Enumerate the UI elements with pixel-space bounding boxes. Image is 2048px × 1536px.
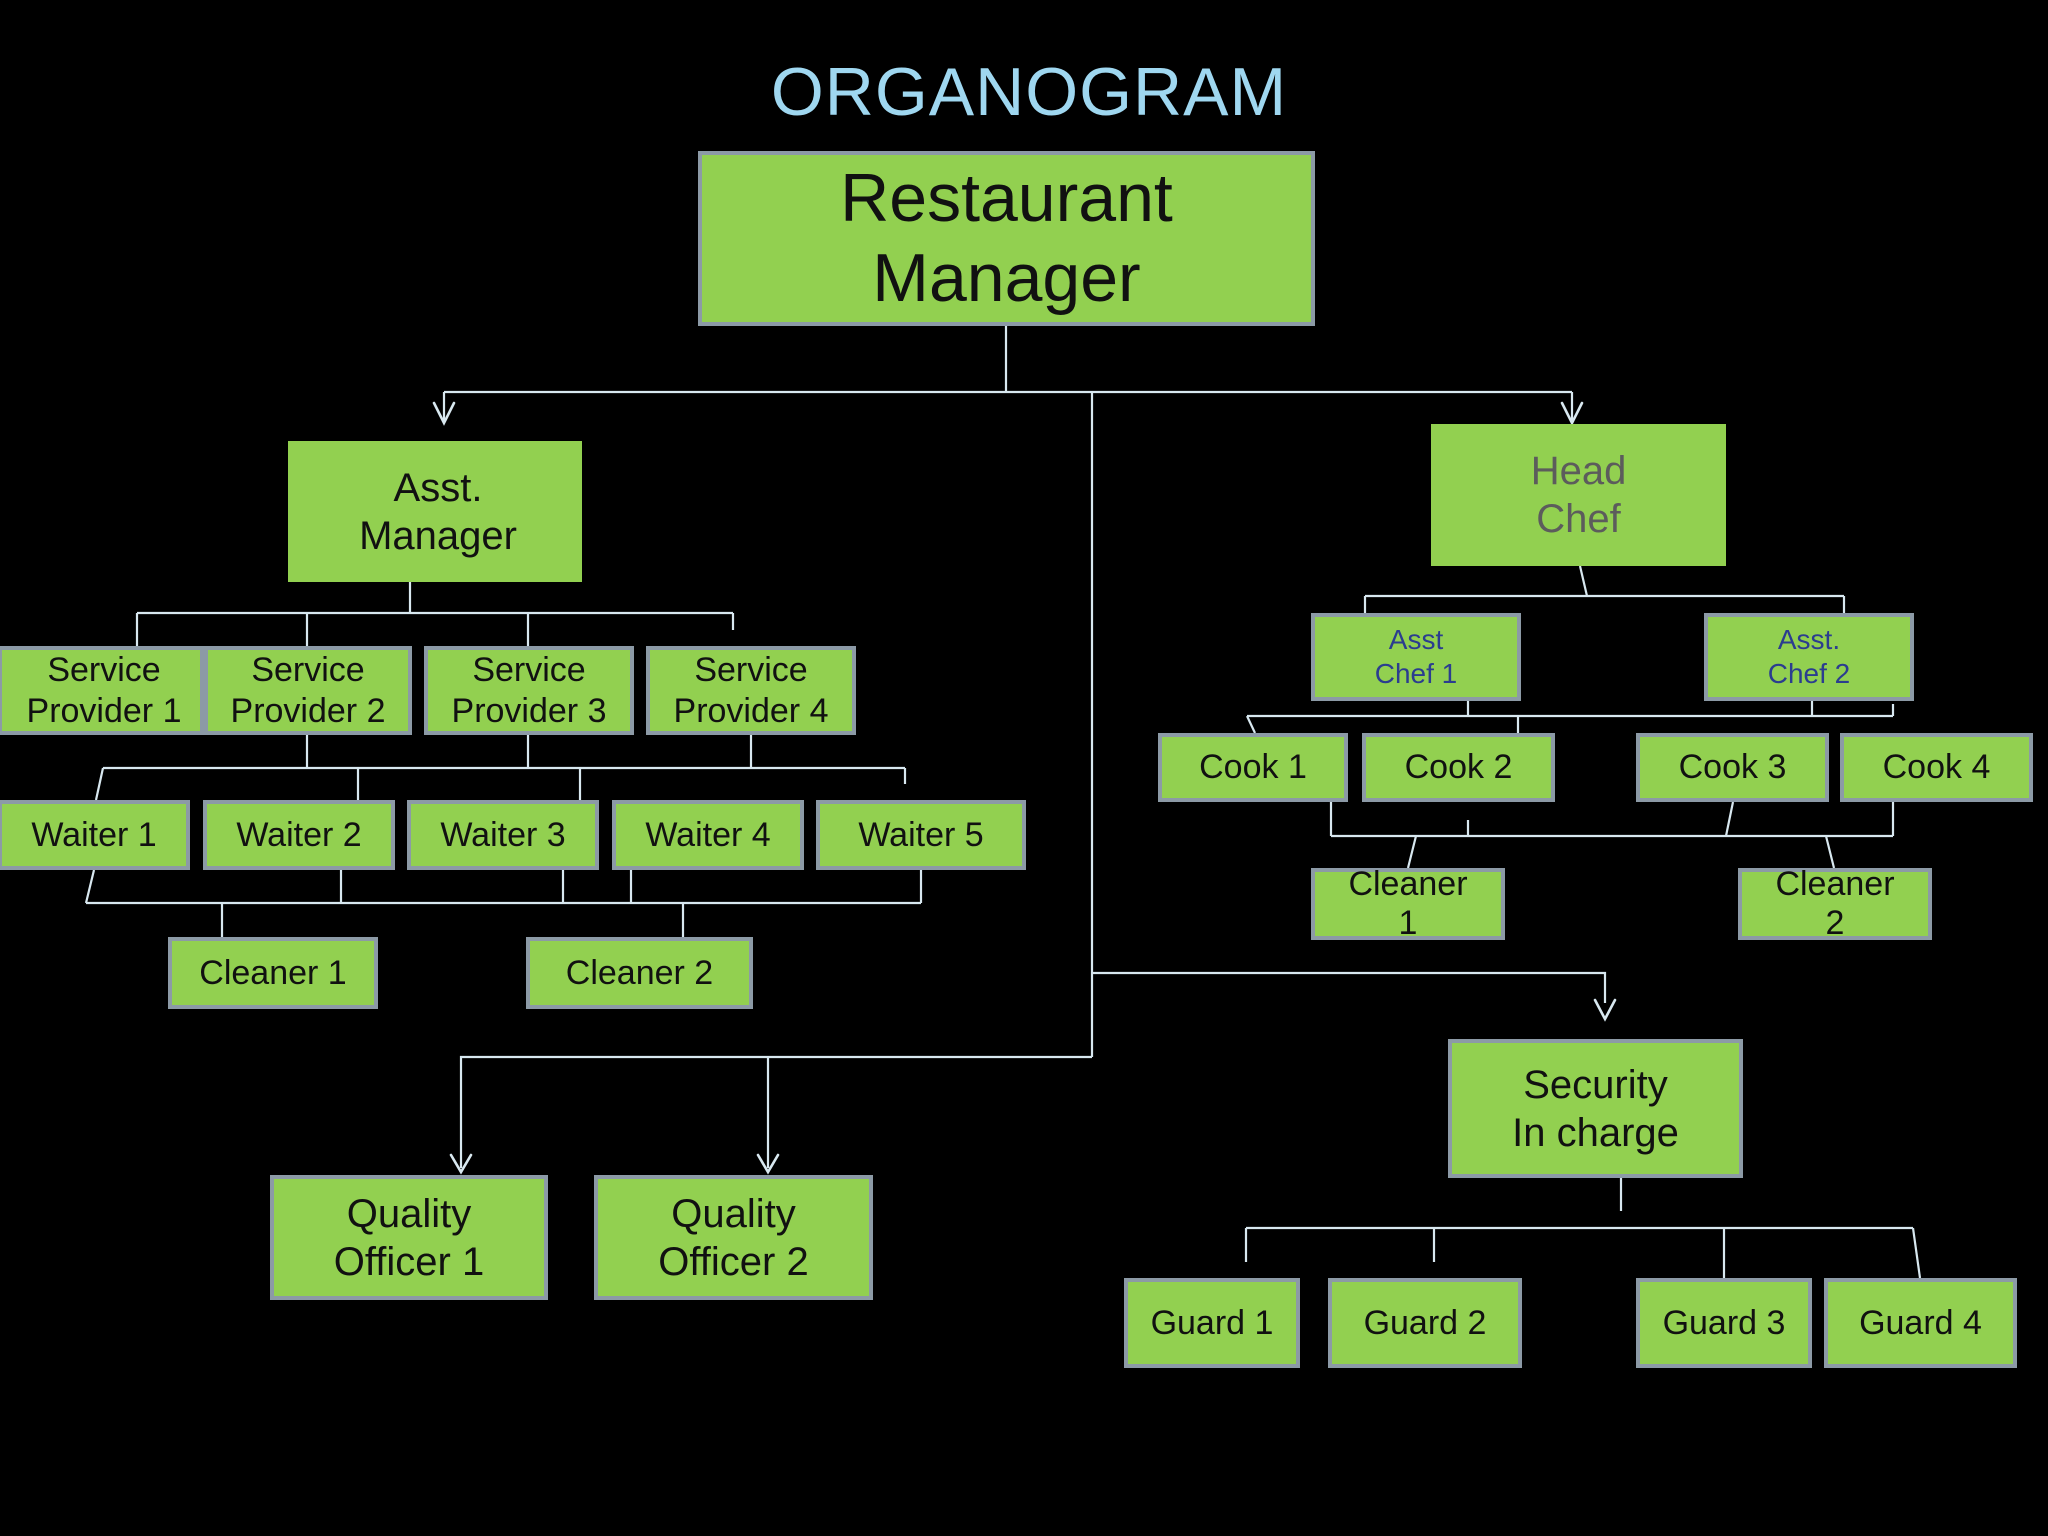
node-service-provider-4: Service Provider 4	[646, 646, 856, 735]
node-waiter-2: Waiter 2	[203, 800, 395, 870]
node-cook-2: Cook 2	[1362, 733, 1555, 802]
node-waiter-5: Waiter 5	[816, 800, 1026, 870]
node-restaurant-manager: Restaurant Manager	[698, 151, 1315, 326]
node-cook-4: Cook 4	[1840, 733, 2033, 802]
node-quality-officer-2: Quality Officer 2	[594, 1175, 873, 1300]
connector	[1824, 835, 1836, 869]
node-cleaner-2-service: Cleaner 2	[526, 937, 753, 1009]
node-waiter-4: Waiter 4	[612, 800, 804, 870]
connector	[1578, 565, 1589, 597]
connector	[1092, 971, 1607, 1003]
node-asst-manager: Asst. Manager	[288, 441, 582, 582]
arrowhead	[449, 1153, 473, 1175]
node-head-chef: Head Chef	[1431, 424, 1726, 566]
connector	[94, 767, 105, 801]
connector	[1724, 801, 1735, 837]
node-guard-1: Guard 1	[1124, 1278, 1300, 1368]
node-service-provider-2: Service Provider 2	[204, 646, 412, 735]
node-service-provider-1: Service Provider 1	[0, 646, 204, 735]
node-guard-3: Guard 3	[1636, 1278, 1812, 1368]
page-title: ORGANOGRAM	[770, 54, 1288, 130]
arrowhead	[1593, 998, 1617, 1022]
node-quality-officer-1: Quality Officer 1	[270, 1175, 548, 1300]
node-guard-2: Guard 2	[1328, 1278, 1522, 1368]
node-asst-chef-1: Asst Chef 1	[1311, 613, 1521, 701]
node-security-in-charge: Security In charge	[1448, 1039, 1743, 1178]
node-cook-3: Cook 3	[1636, 733, 1829, 802]
arrowhead	[756, 1153, 780, 1175]
node-waiter-3: Waiter 3	[407, 800, 599, 870]
node-asst-chef-2: Asst. Chef 2	[1704, 613, 1914, 701]
arrowhead	[432, 401, 456, 426]
node-waiter-1: Waiter 1	[0, 800, 190, 870]
node-cleaner-1-kitchen: Cleaner 1	[1311, 865, 1505, 942]
node-cleaner-2-kitchen: Cleaner 2	[1738, 865, 1932, 942]
connector	[1406, 835, 1418, 869]
connector	[84, 869, 96, 904]
arrowhead	[1560, 401, 1584, 426]
connector	[1911, 1227, 1922, 1279]
node-service-provider-3: Service Provider 3	[424, 646, 634, 735]
node-cook-1: Cook 1	[1158, 733, 1348, 802]
node-cleaner-1-service: Cleaner 1	[168, 937, 378, 1009]
connector	[459, 1055, 1092, 1168]
node-guard-4: Guard 4	[1824, 1278, 2017, 1368]
connector	[1246, 715, 1256, 734]
